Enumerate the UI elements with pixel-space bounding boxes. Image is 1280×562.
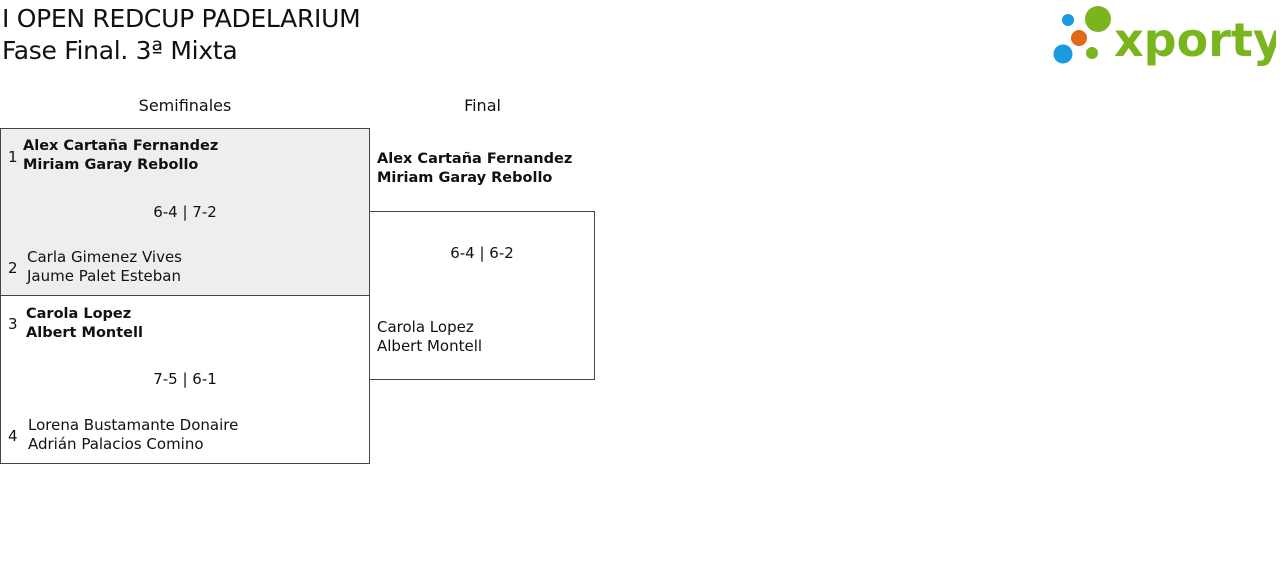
team-loser: Carola Lopez Albert Montell <box>377 318 482 356</box>
player-name: Alex Cartaña Fernandez <box>23 138 219 154</box>
seed-number: 2 <box>8 259 18 277</box>
tournament-title: I OPEN REDCUP PADELARIUM <box>2 4 361 33</box>
seed-number: 3 <box>8 315 18 333</box>
player-name: Albert Montell <box>377 337 483 355</box>
column-header-semifinales: Semifinales <box>138 96 232 115</box>
player-name: Jaume Palet Esteban <box>27 267 181 285</box>
logo-dot-blue-large <box>1053 44 1073 64</box>
team-loser: Lorena Bustamante Donaire Adrián Palacio… <box>28 416 238 454</box>
team-winner: Carola Lopez Albert Montell <box>26 305 143 343</box>
final-winner-team: Alex Cartaña Fernandez Miriam Garay Rebo… <box>377 150 572 188</box>
semifinal-match-2[interactable]: 3 Carola Lopez Albert Montell 7-5 | 6-1 … <box>0 295 370 464</box>
team-winner: Alex Cartaña Fernandez Miriam Garay Rebo… <box>23 137 218 175</box>
logo-wordmark: xporty <box>1114 13 1276 66</box>
logo-dot-orange <box>1071 30 1087 46</box>
player-name: Lorena Bustamante Donaire <box>28 416 239 434</box>
match-score: 6-4 | 7-2 <box>153 203 217 221</box>
player-name: Miriam Garay Rebollo <box>377 170 553 186</box>
player-name: Albert Montell <box>26 325 143 341</box>
seed-number: 4 <box>8 427 18 445</box>
team-loser: Carla Gimenez Vives Jaume Palet Esteban <box>27 248 182 286</box>
semifinal-match-1[interactable]: 1 Alex Cartaña Fernandez Miriam Garay Re… <box>0 128 370 296</box>
column-header-final: Final <box>464 96 501 115</box>
player-name: Adrián Palacios Comino <box>28 435 204 453</box>
player-name: Alex Cartaña Fernandez <box>377 151 573 167</box>
logo-dot-green-small <box>1086 47 1098 59</box>
xporty-logo[interactable]: xporty <box>1050 4 1276 66</box>
match-score: 7-5 | 6-1 <box>153 370 217 388</box>
player-name: Carola Lopez <box>377 318 474 336</box>
player-name: Miriam Garay Rebollo <box>23 157 199 173</box>
player-name: Carla Gimenez Vives <box>27 248 182 266</box>
phase-subtitle: Fase Final. 3ª Mixta <box>2 36 238 65</box>
final-match[interactable]: 6-4 | 6-2 Carola Lopez Albert Montell <box>369 211 595 380</box>
player-name: Carola Lopez <box>26 306 132 322</box>
logo-dot-green <box>1085 6 1111 32</box>
match-score: 6-4 | 6-2 <box>450 244 514 262</box>
logo-dot-blue-small <box>1062 14 1074 26</box>
seed-number: 1 <box>8 148 18 166</box>
